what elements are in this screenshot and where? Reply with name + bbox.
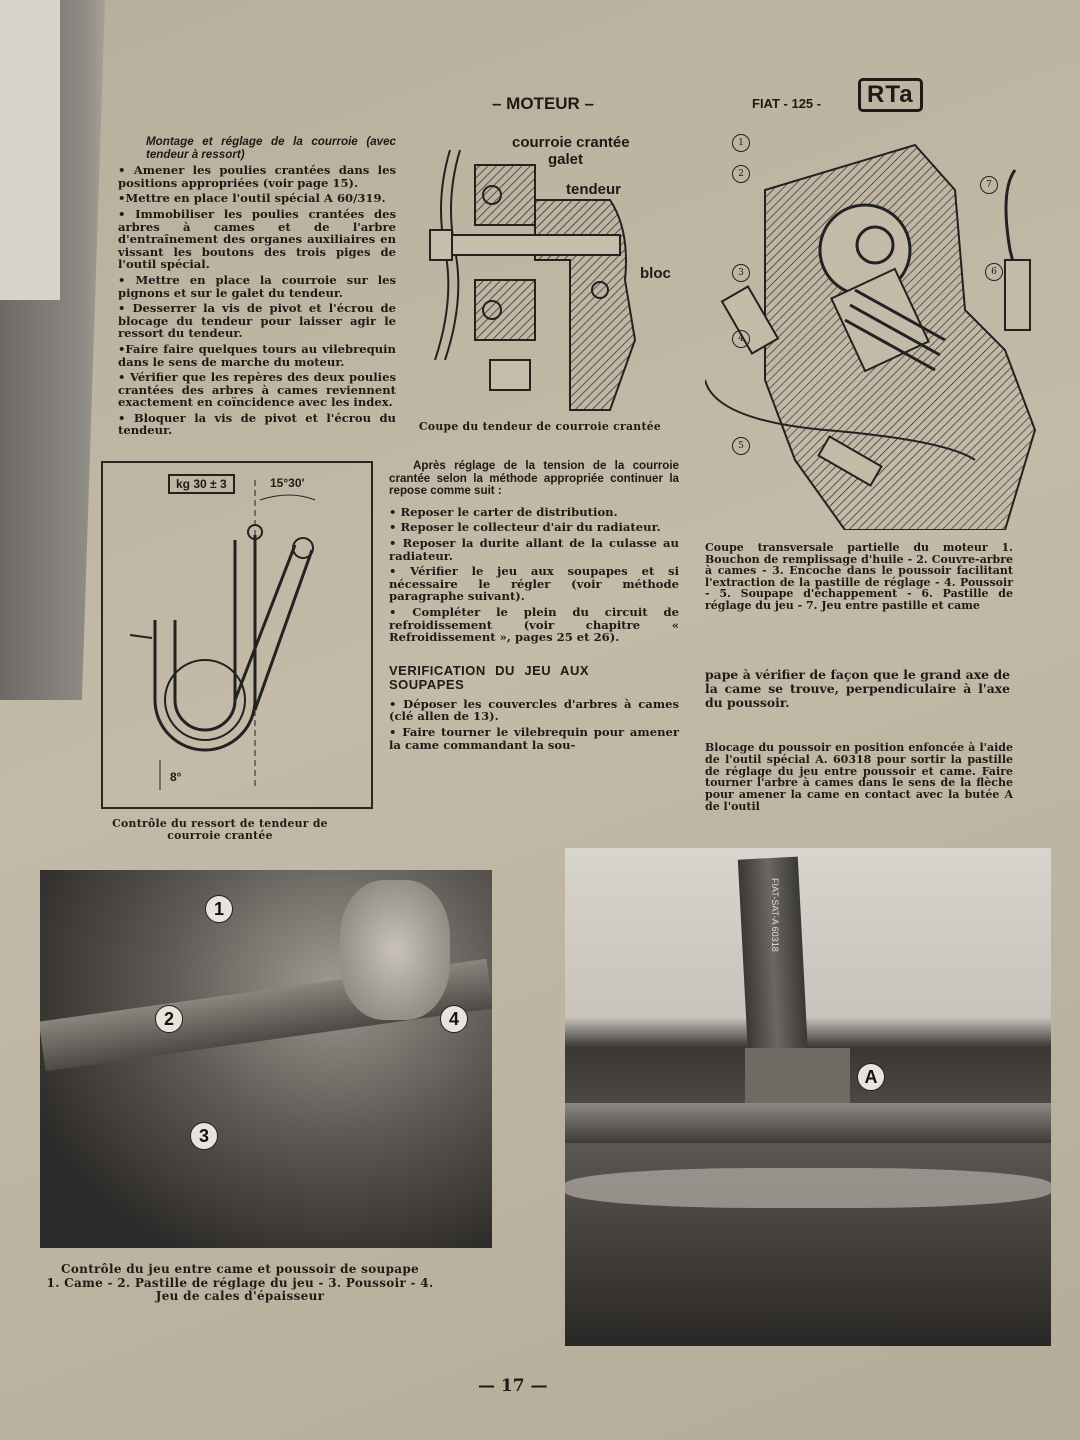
intro-text: Après réglage de la tension de la courro… bbox=[389, 459, 679, 498]
force-label: kg 30 ± 3 bbox=[168, 474, 235, 494]
callout-6: 6 bbox=[985, 263, 1003, 281]
callout-3: 3 bbox=[732, 264, 750, 282]
rta-logo: RTa bbox=[858, 78, 923, 112]
tool-photo-right: FIAT-SAT-A 60318 A bbox=[565, 848, 1051, 1346]
left-column: Montage et réglage de la courroie (avec … bbox=[118, 135, 396, 440]
list-item: • Reposer le collecteur d'air du radiate… bbox=[389, 520, 661, 535]
callout-4: 4 bbox=[440, 1005, 468, 1033]
photo-caption-right: Blocage du poussoir en position enfoncée… bbox=[705, 741, 1013, 813]
callout-2: 2 bbox=[732, 165, 750, 183]
left-title: Montage et réglage de la courroie (avec … bbox=[146, 135, 396, 161]
callout-5: 5 bbox=[732, 437, 750, 455]
list-item: • Déposer les couvercles d'arbres à came… bbox=[389, 696, 679, 724]
angle-label-1: 15°30' bbox=[270, 476, 305, 490]
list-item: • Amener les poulies crantées dans les p… bbox=[118, 163, 396, 190]
caption-line: Contrôle du jeu entre came et poussoir d… bbox=[61, 1262, 419, 1276]
list-item: • Bloquer la vis de pivot et l'écrou du … bbox=[118, 410, 396, 438]
section-title: – MOTEUR – bbox=[492, 94, 595, 113]
section-heading: VERIFICATION DU JEU AUX SOUPAPES bbox=[389, 662, 589, 692]
spring-caption: Contrôle du ressort de tendeur de courro… bbox=[112, 817, 328, 842]
tool-marking: FIAT-SAT-A 60318 bbox=[770, 878, 780, 952]
tensioner-caption: Coupe du tendeur de courroie crantée bbox=[418, 420, 662, 433]
list-item: • Vérifier que les repères des deux poul… bbox=[118, 370, 396, 410]
list-item: •Faire faire quelques tours au vilebrequ… bbox=[118, 341, 396, 369]
tensioner-diagram bbox=[429, 149, 637, 411]
callout-4: 4 bbox=[732, 330, 750, 348]
list-item: • Immobiliser les poulies crantées des a… bbox=[118, 206, 396, 272]
page-number: — 17 — bbox=[478, 1376, 548, 1396]
label-bloc: bloc bbox=[640, 265, 671, 282]
list-item: • Reposer la durite allant de la culasse… bbox=[389, 535, 679, 563]
callout-2: 2 bbox=[155, 1005, 183, 1033]
list-item: • Mettre en place la courroie sur les pi… bbox=[118, 272, 396, 300]
label-tendeur: tendeur bbox=[566, 181, 622, 198]
list-item: • Vérifier le jeu aux soupapes et si néc… bbox=[389, 564, 679, 604]
model-title: FIAT - 125 - bbox=[752, 96, 822, 111]
caption-line: Jeu de cales d'épaisseur bbox=[155, 1289, 325, 1303]
left-photo-caption: Contrôle du jeu entre came et poussoir d… bbox=[0, 1262, 480, 1304]
label-courroie: courroie crantée bbox=[512, 134, 630, 151]
callout-3: 3 bbox=[190, 1122, 218, 1150]
label-galet: galet bbox=[548, 151, 584, 168]
list-item: • Desserrer la vis de pivot et l'écrou d… bbox=[118, 301, 396, 341]
spring-diagram bbox=[101, 461, 373, 809]
engine-caption: Coupe transversale partielle du moteur 1… bbox=[705, 541, 1013, 612]
callout-a: A bbox=[857, 1063, 885, 1091]
list-item: • Compléter le plein du circuit de refro… bbox=[389, 604, 679, 645]
engine-cross-section bbox=[705, 143, 1037, 530]
list-item: • Faire tourner le vilebrequin pour amen… bbox=[389, 724, 679, 752]
continuation-text: pape à vérifier de façon que le grand ax… bbox=[705, 667, 1010, 710]
list-item: •Mettre en place l'outil spécial A 60/31… bbox=[118, 191, 386, 206]
angle-label-2: 8° bbox=[170, 770, 182, 784]
underlying-page bbox=[0, 0, 105, 700]
callout-1: 1 bbox=[732, 134, 750, 152]
callout-7: 7 bbox=[980, 176, 998, 194]
callout-1: 1 bbox=[205, 895, 233, 923]
middle-column: Après réglage de la tension de la courro… bbox=[389, 459, 679, 754]
engine-photo-left: 1 2 3 4 bbox=[40, 870, 492, 1248]
list-item: • Reposer le carter de distribution. bbox=[389, 504, 618, 519]
caption-line: 1. Came - 2. Pastille de réglage du jeu … bbox=[46, 1275, 434, 1290]
